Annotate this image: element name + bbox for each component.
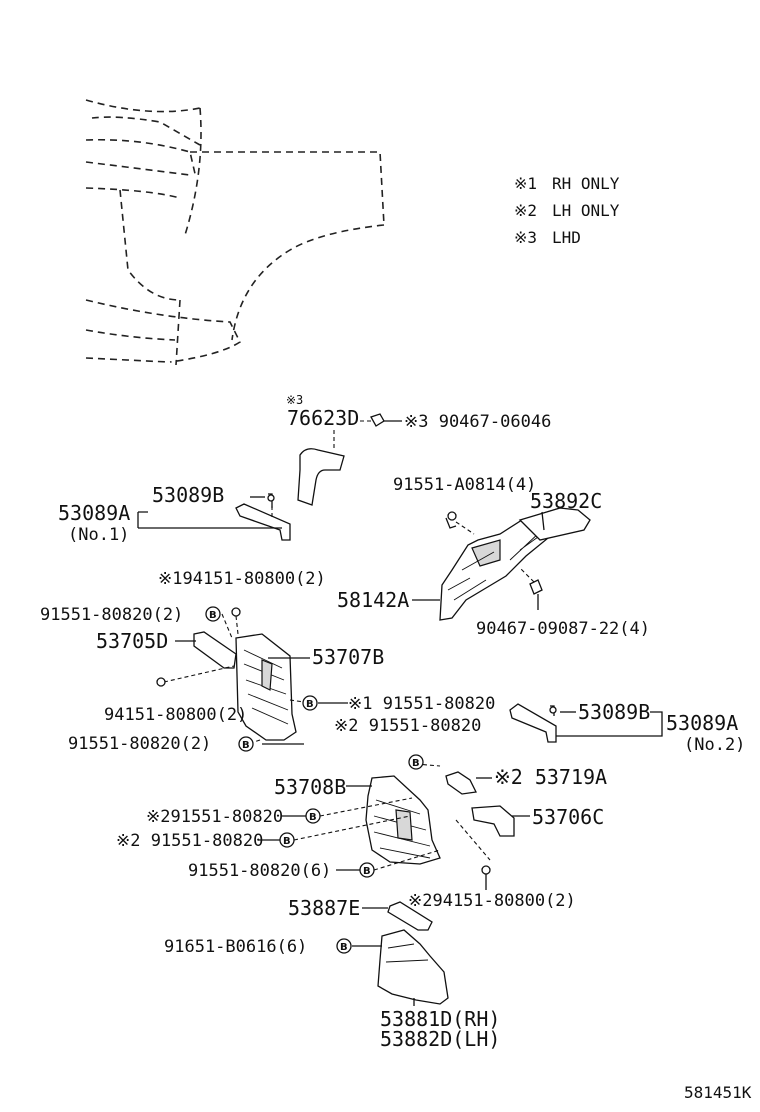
legend-rh-text: RH ONLY bbox=[552, 174, 620, 193]
label-58142A: 58142A bbox=[337, 588, 409, 612]
label-53707B: 53707B bbox=[312, 645, 384, 669]
label-91551-A0814: 91551-A0814(4) bbox=[393, 475, 536, 495]
label-53881D: 53881D(RH) bbox=[380, 1007, 500, 1031]
label-53089A-1-sub: (No.1) bbox=[68, 525, 129, 545]
label-53708B: 53708B bbox=[274, 775, 346, 799]
label-53089A-2: 53089A bbox=[666, 711, 738, 735]
svg-text:B: B bbox=[340, 942, 348, 953]
part-53708B-group bbox=[258, 763, 530, 890]
svg-text:B: B bbox=[363, 866, 371, 877]
legend-lhd-mark: ※3 bbox=[514, 228, 537, 247]
bolt-icon: B bbox=[359, 862, 375, 878]
vehicle-body-outline bbox=[85, 99, 385, 366]
label-53887E: 53887E bbox=[288, 896, 360, 920]
legend-lh-text: LH ONLY bbox=[552, 201, 620, 220]
bolt-icon: B bbox=[305, 808, 321, 824]
svg-text:B: B bbox=[306, 699, 314, 710]
nut-icon bbox=[156, 677, 166, 687]
label-91551-80820-l2: ※2 91551-80820 bbox=[116, 831, 263, 851]
diagram-code: 581451K bbox=[684, 1083, 752, 1102]
bolt-icon: B bbox=[336, 938, 352, 954]
legend-rh-mark: ※1 bbox=[514, 174, 537, 193]
svg-text:B: B bbox=[412, 758, 420, 769]
part-76623D-mudguard bbox=[297, 413, 402, 506]
label-94151-80800-2: 94151-80800(2) bbox=[104, 705, 247, 725]
label-53089B-2: 53089B bbox=[578, 700, 650, 724]
label-53089B-1: 53089B bbox=[152, 483, 224, 507]
label-53706C: 53706C bbox=[532, 805, 604, 829]
svg-text:B: B bbox=[242, 740, 250, 751]
bolt-icon: B bbox=[279, 832, 295, 848]
label-91651-B0616: 91651-B0616(6) bbox=[164, 937, 307, 957]
label-53882D: 53882D(LH) bbox=[380, 1027, 500, 1051]
svg-text:B: B bbox=[309, 812, 317, 823]
label-90467-06046: ※3 90467-06046 bbox=[404, 412, 551, 432]
legend-lh-mark: ※2 bbox=[514, 201, 537, 220]
label-76623D: 76623D bbox=[287, 406, 359, 430]
bolt-icon: B bbox=[302, 695, 318, 711]
part-53089B-bracket-1 bbox=[137, 493, 291, 541]
label-91551-80820-2a: 91551-80820(2) bbox=[40, 605, 183, 625]
label-53705D: 53705D bbox=[96, 629, 168, 653]
label-90467-09087: 90467-09087-22(4) bbox=[476, 619, 650, 639]
legend-lhd-text: LHD bbox=[552, 228, 581, 247]
label-91551-80820-6: 91551-80820(6) bbox=[188, 861, 331, 881]
label-91551-80820-2b: 91551-80820(2) bbox=[68, 734, 211, 754]
legend: ※1 RH ONLY ※2 LH ONLY ※3 LHD bbox=[514, 174, 620, 247]
label-76623D-mark: ※3 bbox=[286, 393, 303, 407]
bolt-icon: B bbox=[238, 736, 254, 752]
part-58142A-53892C-assembly bbox=[412, 507, 591, 621]
label-53089A-1: 53089A bbox=[58, 501, 130, 525]
svg-text:B: B bbox=[209, 610, 217, 621]
label-53719A: ※2 53719A bbox=[494, 765, 607, 789]
part-53881D-mud-flap bbox=[352, 929, 449, 1006]
label-94151-80800-top: ※194151-80800(2) bbox=[158, 569, 326, 589]
part-53887E-strip bbox=[362, 901, 433, 931]
label-94151-80800-bot: ※294151-80800(2) bbox=[408, 891, 576, 911]
part-53089B-bracket-2 bbox=[509, 703, 663, 743]
label-91551-80820-l1: ※291551-80820 bbox=[146, 807, 283, 827]
part-53705D-53707B-group bbox=[163, 607, 310, 745]
label-91551-80820-r2: ※2 91551-80820 bbox=[334, 716, 481, 736]
label-53892C: 53892C bbox=[530, 489, 602, 513]
label-91551-80820-r1: ※1 91551-80820 bbox=[348, 694, 495, 714]
svg-text:B: B bbox=[283, 836, 291, 847]
bolt-icon: B bbox=[408, 754, 424, 770]
label-53089A-2-sub: (No.2) bbox=[684, 735, 745, 755]
bolt-icon: B bbox=[205, 606, 221, 622]
